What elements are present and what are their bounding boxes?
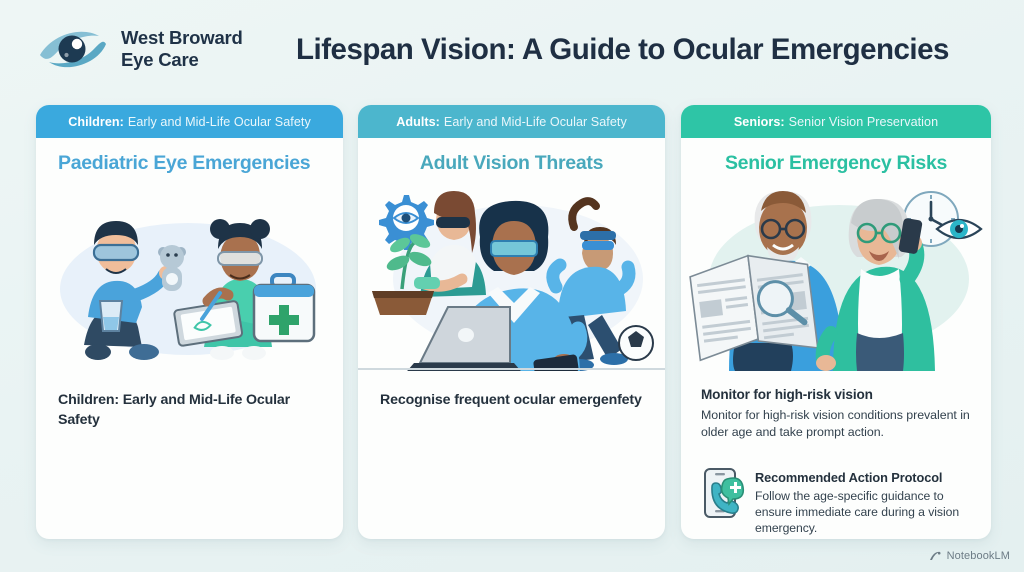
page-header: West Broward Eye Care Lifespan Vision: A… — [0, 0, 1024, 96]
protocol-text-block: Recommended Action Protocol Follow the a… — [755, 467, 979, 536]
card-seniors-band-text: Senior Vision Preservation — [788, 114, 939, 129]
children-safety-goggles-first-aid-illustration — [36, 197, 343, 367]
notebooklm-icon — [929, 551, 942, 562]
card-adults-lead: Recognise frequent ocular emergenfety — [380, 392, 642, 408]
card-seniors-band-label: Seniors: — [733, 114, 785, 129]
adults-laptop-gardening-sports-illustration — [358, 179, 665, 371]
card-children-title: Paediatric Eye Emergencies — [58, 152, 311, 174]
card-adults[interactable]: Adults: Early and Mid-Life Ocular Safety… — [358, 105, 665, 539]
protocol-title: Recommended Action Protocol — [755, 470, 943, 485]
notebooklm-label: NotebookLM — [946, 550, 1010, 562]
recommended-action-protocol: Recommended Action Protocol Follow the a… — [701, 467, 979, 536]
phone-call-medical-icon — [701, 467, 745, 519]
card-seniors-text: Monitor for high-risk vision Monitor for… — [701, 386, 977, 440]
protocol-body: Follow the age-specific guidance to ensu… — [755, 488, 960, 536]
card-children-lead: Children: Early and Mid-Life Ocular Safe… — [58, 392, 291, 428]
card-children-band-text: Early and Mid-Life Ocular Safety — [127, 114, 311, 129]
card-seniors-band: Seniors: Senior Vision Preservation — [681, 105, 991, 138]
brand-lockup: West Broward Eye Care — [36, 24, 243, 74]
senior-couple-newspaper-phone-clock-eye-illustration — [681, 183, 991, 371]
card-children[interactable]: Children: Early and Mid-Life Ocular Safe… — [36, 105, 343, 539]
brand-name: West Broward Eye Care — [121, 27, 243, 70]
card-adults-text: Recognise frequent ocular emergenfety — [380, 391, 647, 411]
card-seniors-body: Monitor for high-risk vision conditions … — [701, 407, 970, 439]
card-seniors-lead: Monitor for high-risk vision — [701, 387, 873, 402]
notebooklm-watermark: NotebookLM — [929, 550, 1010, 562]
page-title: Lifespan Vision: A Guide to Ocular Emerg… — [296, 33, 949, 66]
card-adults-band: Adults: Early and Mid-Life Ocular Safety — [358, 105, 665, 138]
card-children-band: Children: Early and Mid-Life Ocular Safe… — [36, 105, 343, 138]
card-adults-title: Adult Vision Threats — [419, 152, 604, 174]
card-children-band-label: Children: — [68, 114, 124, 129]
cards-row: Children: Early and Mid-Life Ocular Safe… — [0, 105, 1024, 540]
eye-swoosh-logo-icon — [36, 24, 110, 74]
card-children-text: Children: Early and Mid-Life Ocular Safe… — [58, 391, 325, 430]
card-seniors-title: Senior Emergency Risks — [724, 152, 948, 174]
card-seniors[interactable]: Seniors: Senior Vision Preservation Seni… — [681, 105, 991, 539]
card-adults-band-label: Adults: — [396, 114, 440, 129]
card-adults-band-text: Early and Mid-Life Ocular Safety — [443, 114, 627, 129]
